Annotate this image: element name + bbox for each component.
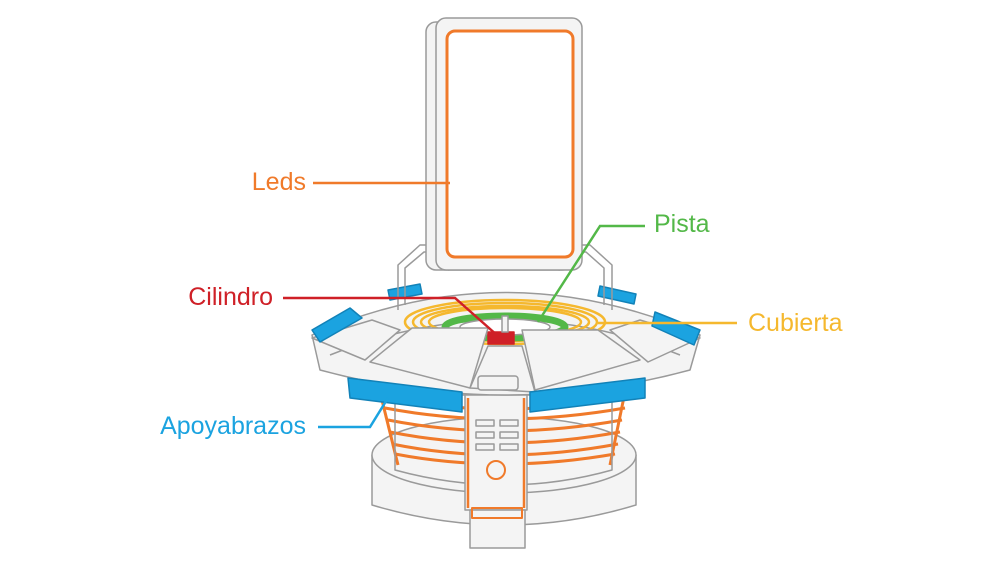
- armrests-apoyabrazos: [311, 283, 701, 413]
- leader-line-pista: [536, 224, 645, 323]
- led-screen: [425, 17, 583, 271]
- label-pista: Pista: [654, 210, 710, 238]
- label-apoyabrazos: Apoyabrazos: [160, 412, 306, 440]
- front-control-column: [464, 394, 528, 549]
- label-leds: Leds: [251, 168, 306, 196]
- leader-line-apoyabrazos: [318, 397, 390, 429]
- label-cubierta: Cubierta: [748, 309, 843, 337]
- player-panels: [311, 319, 701, 393]
- leader-line-cilindro: [283, 296, 499, 337]
- cylinder-cilindro: [487, 315, 515, 345]
- leader-lines: [283, 181, 737, 429]
- label-cilindro: Cilindro: [188, 283, 273, 311]
